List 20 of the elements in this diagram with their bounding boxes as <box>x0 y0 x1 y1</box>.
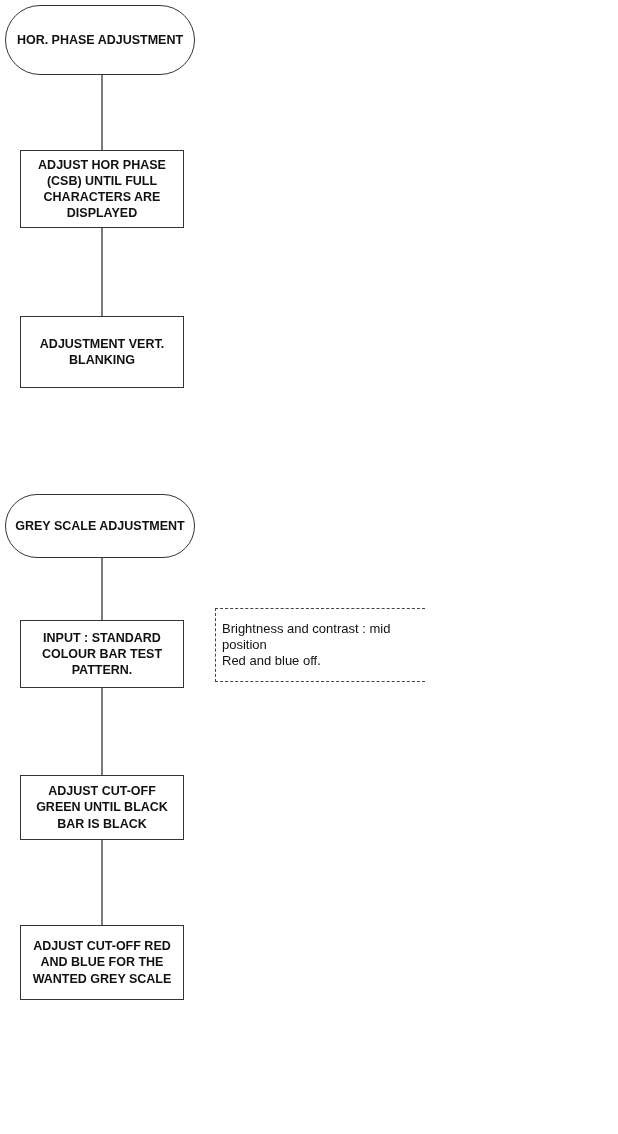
node-text: ADJUSTMENT VERT. BLANKING <box>38 335 166 369</box>
process-box <box>20 775 184 840</box>
process-box <box>20 316 184 388</box>
connector-line <box>101 557 103 621</box>
process-box <box>20 925 184 1000</box>
node-text: ADJUST CUT-OFF RED AND BLUE FOR THE WANTED GREY SCALE <box>31 938 173 987</box>
connector-line <box>101 687 103 776</box>
node-text: Brightness and contrast : mid position <box>222 620 392 654</box>
process-box <box>20 150 184 228</box>
connector-line <box>101 839 103 926</box>
connector-line <box>101 74 103 151</box>
node-text: GREY SCALE ADJUSTMENT <box>15 517 185 535</box>
node-text: ADJUST CUT-OFF GREEN UNTIL BLACK BAR IS BLACK <box>35 783 169 832</box>
node-text: HOR. PHASE ADJUSTMENT <box>16 31 184 49</box>
node-text: ADJUST HOR PHASE (CSB) UNTIL FULL CHARACTERS ARE DISPLAYED <box>37 156 167 222</box>
note-box <box>215 608 425 682</box>
node-text: Red and blue off. <box>222 653 321 670</box>
node-text: INPUT : STANDARD COLOUR BAR TEST PATTERN. <box>40 629 164 679</box>
process-box <box>20 620 184 688</box>
connector-line <box>101 227 103 317</box>
